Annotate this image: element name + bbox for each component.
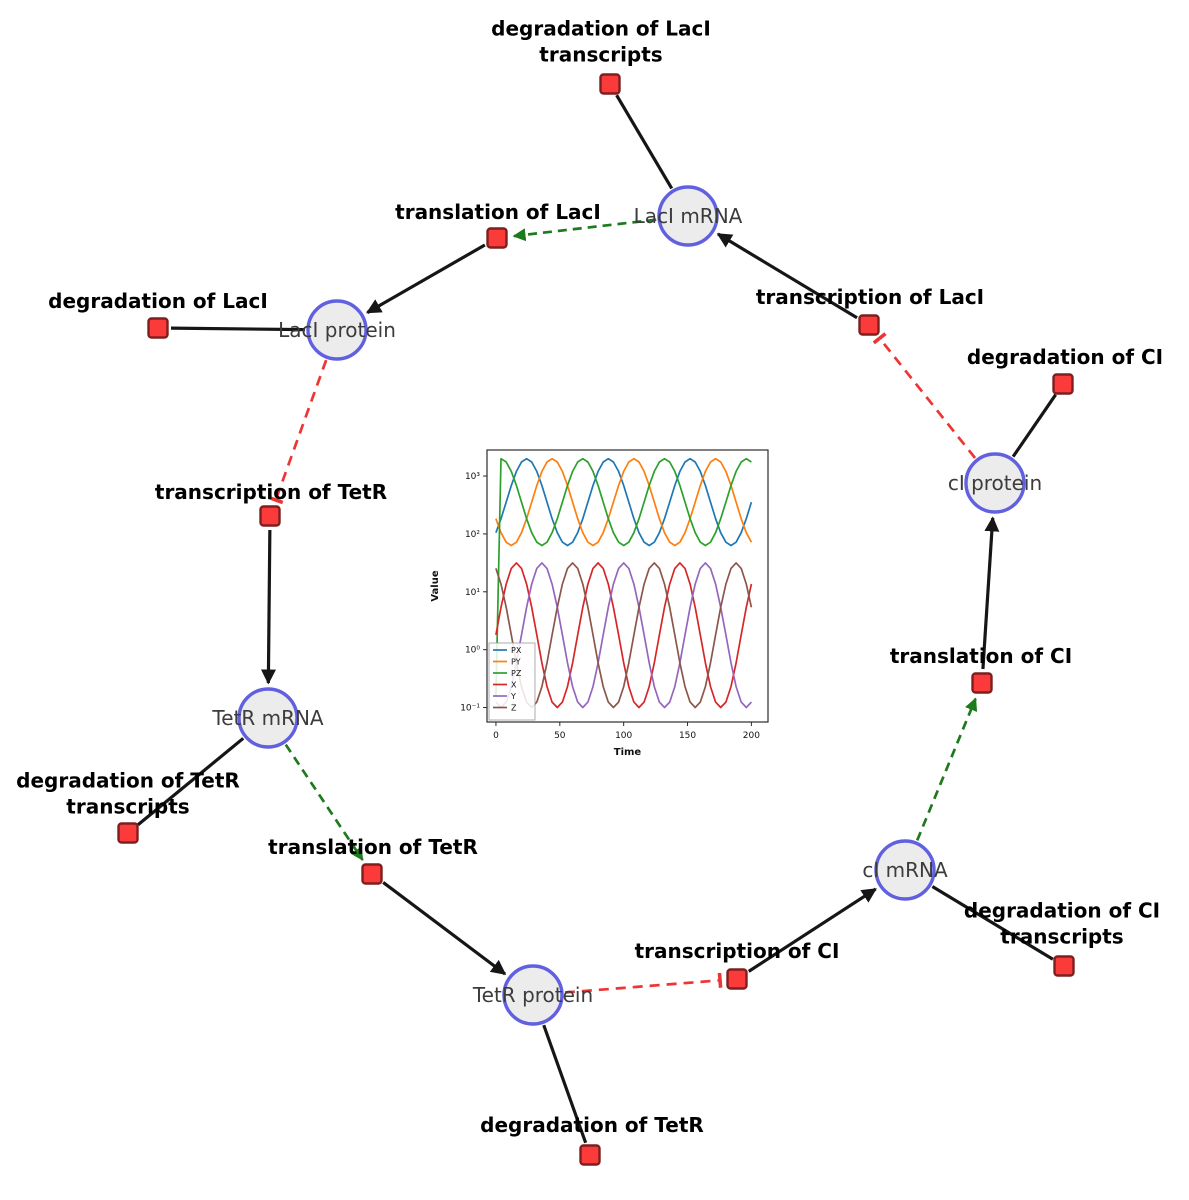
edge-production-arrow-transl-laci-laci-protein bbox=[366, 243, 486, 314]
species-node-laci-protein[interactable] bbox=[306, 299, 368, 361]
y-axis-label: Value bbox=[430, 570, 441, 601]
y-tick-label: 10⁻¹ bbox=[460, 704, 480, 714]
edge-line-tetr-protein-deg-tetr bbox=[542, 1024, 588, 1144]
reaction-node-deg-ci-transcripts[interactable] bbox=[1053, 955, 1075, 977]
edge-production-arrow-tx-ci-ci-mrna bbox=[747, 887, 877, 973]
edge-inhibition-tetr-protein-tx-ci bbox=[564, 972, 723, 994]
edge-modifier-arrow-tetr-mrna-transl-tetr bbox=[284, 743, 364, 861]
edge-modifier-arrow-laci-mrna-transl-laci bbox=[512, 218, 657, 242]
reaction-node-deg-laci-transcripts[interactable] bbox=[599, 73, 621, 95]
x-axis-label: Time bbox=[614, 747, 642, 758]
reaction-node-tx-tetr[interactable] bbox=[259, 505, 281, 527]
legend-label-PX: PX bbox=[511, 646, 522, 655]
plot-frame bbox=[486, 449, 769, 723]
y-tick-label: 10² bbox=[465, 530, 480, 540]
y-tick-label: 10¹ bbox=[465, 588, 480, 598]
reaction-node-deg-ci[interactable] bbox=[1052, 373, 1074, 395]
species-node-tetr-mrna[interactable] bbox=[237, 687, 299, 749]
x-tick-label: 100 bbox=[615, 731, 632, 741]
edge-line-laci-protein-deg-laci bbox=[170, 326, 306, 332]
edge-production-arrow-tx-laci-laci-mrna bbox=[716, 232, 858, 320]
edge-inhibition-laci-protein-tx-tetr bbox=[268, 359, 328, 505]
edge-production-arrow-tx-tetr-tetr-mrna bbox=[260, 529, 276, 685]
series-line-X bbox=[495, 562, 753, 709]
reaction-node-tx-laci[interactable] bbox=[858, 314, 880, 336]
legend-label-Y: Y bbox=[510, 692, 516, 701]
reaction-node-deg-laci[interactable] bbox=[147, 317, 169, 339]
series-line-Z bbox=[495, 562, 753, 709]
x-tick-label: 200 bbox=[743, 731, 760, 741]
legend-label-PZ: PZ bbox=[511, 669, 522, 678]
species-node-ci-mrna[interactable] bbox=[874, 839, 936, 901]
edge-production-arrow-transl-ci-ci-protein bbox=[981, 516, 1000, 670]
series-line-Y bbox=[495, 562, 753, 709]
edge-line-laci-mrna-deg-laci-transcripts bbox=[615, 94, 674, 190]
edge-line-tetr-mrna-deg-tetr-transcripts bbox=[137, 737, 245, 826]
edge-line-ci-protein-deg-ci bbox=[1011, 393, 1057, 458]
reaction-node-deg-tetr[interactable] bbox=[579, 1144, 601, 1166]
y-tick-label: 10³ bbox=[465, 472, 480, 482]
edge-line-ci-mrna-deg-ci-transcripts bbox=[931, 885, 1054, 961]
edge-modifier-arrow-ci-mrna-transl-ci bbox=[915, 697, 978, 841]
reaction-node-transl-tetr[interactable] bbox=[361, 863, 383, 885]
legend-label-Z: Z bbox=[511, 704, 517, 713]
species-node-laci-mrna[interactable] bbox=[657, 185, 719, 247]
edge-production-arrow-transl-tetr-tetr-protein bbox=[382, 881, 507, 976]
x-tick-label: 0 bbox=[493, 731, 499, 741]
reaction-node-transl-laci[interactable] bbox=[486, 227, 508, 249]
edge-inhibition-ci-protein-tx-laci bbox=[872, 332, 977, 459]
reaction-node-deg-tetr-transcripts[interactable] bbox=[117, 822, 139, 844]
reaction-node-transl-ci[interactable] bbox=[971, 672, 993, 694]
x-tick-label: 50 bbox=[554, 731, 566, 741]
legend-label-PY: PY bbox=[511, 658, 521, 667]
legend-label-X: X bbox=[511, 681, 517, 690]
series-line-PY bbox=[495, 457, 753, 547]
x-tick-label: 150 bbox=[679, 731, 696, 741]
y-tick-label: 10⁰ bbox=[465, 646, 480, 656]
reaction-node-tx-ci[interactable] bbox=[726, 968, 748, 990]
series-line-PZ bbox=[495, 457, 752, 698]
species-node-ci-protein[interactable] bbox=[964, 452, 1026, 514]
series-line-PX bbox=[495, 457, 753, 547]
species-node-tetr-protein[interactable] bbox=[502, 964, 564, 1026]
